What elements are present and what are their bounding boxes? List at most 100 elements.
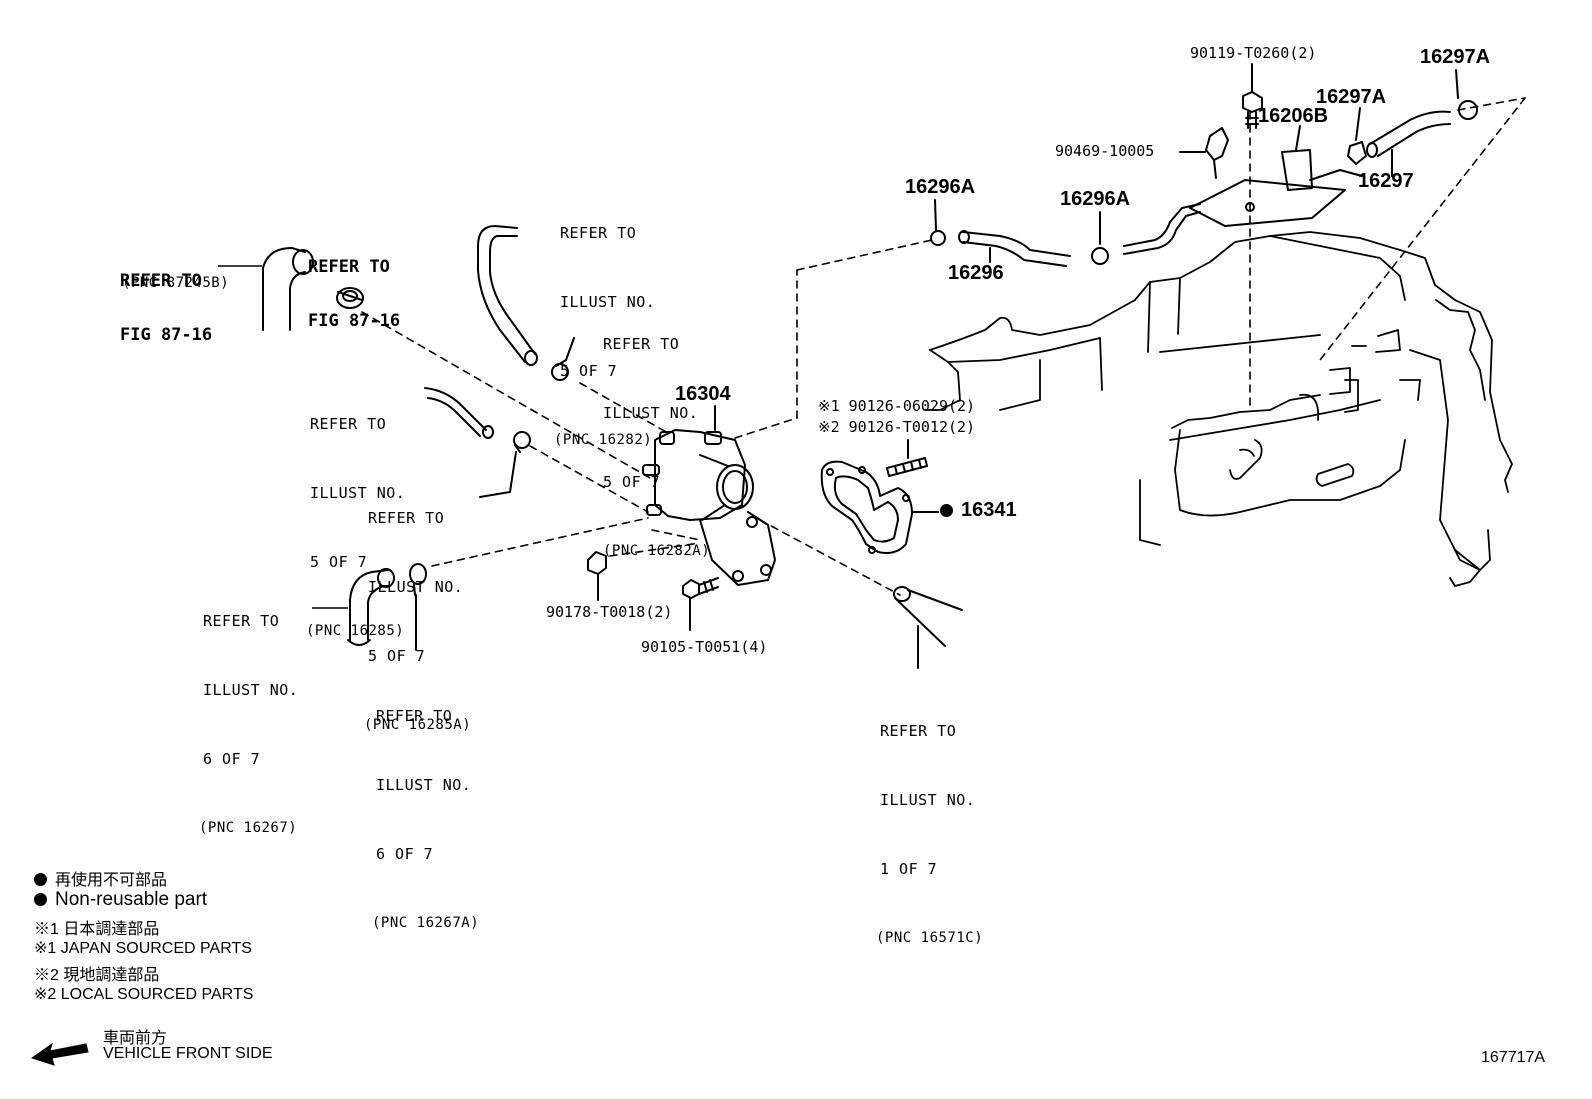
legend-front-en: VEHICLE FRONT SIDE	[103, 1045, 273, 1062]
ref-87-16: REFER TO FIG 87-16	[308, 222, 400, 348]
gasket-16341	[820, 460, 939, 554]
legend-non-reusable-en: Non-reusable part	[34, 889, 207, 911]
engine-outline	[924, 231, 1513, 587]
clamp-16297a-top	[1455, 69, 1478, 120]
hose-16282	[477, 225, 538, 366]
ref-16282-line1: REFER TO	[560, 224, 637, 242]
hose-16296	[958, 230, 1071, 267]
ref-16267-line2: ILLUST NO.	[203, 681, 299, 699]
legend-non-reusable-en-text: Non-reusable part	[55, 889, 208, 910]
ref-16285-line3: 5 OF 7	[310, 553, 368, 571]
ref-16267-line1: REFER TO	[203, 612, 280, 630]
part-16296a-right[interactable]: 16296A	[1060, 188, 1131, 210]
ref-87245b-line1: REFER TO	[120, 271, 202, 291]
clamp-16296a-left	[930, 199, 946, 246]
ref-16285a-line4: (PNC 16285A)	[364, 717, 472, 733]
part-16341[interactable]: 16341	[940, 499, 1017, 522]
bolt-90119	[1242, 63, 1263, 129]
legend-japan-sourced-jp: ※1 日本調達部品	[34, 921, 160, 938]
legend-non-reusable-jp: 再使用不可部品	[34, 866, 167, 890]
ref-16282a-line4: (PNC 16282A)	[603, 543, 711, 559]
ref-16571c-line4: (PNC 16571C)	[876, 930, 984, 946]
clip-90469	[1179, 127, 1229, 179]
ref-16285a-line2: ILLUST NO.	[368, 578, 464, 596]
part-90178[interactable]: 90178-T0018(2)	[546, 603, 673, 621]
bracket-16206b	[1189, 125, 1363, 227]
ref-16267-line4: (PNC 16267)	[199, 820, 298, 836]
non-reusable-dot-icon	[34, 873, 47, 886]
ref-87-16-line1: REFER TO	[308, 257, 390, 277]
part-16297a-mid[interactable]: 16297A	[1316, 86, 1387, 108]
ref-16285-line1: REFER TO	[310, 415, 387, 433]
part-90126-2[interactable]: ※2 90126-T0012(2)	[818, 418, 976, 436]
clamp-16285a	[479, 431, 531, 498]
part-16304[interactable]: 16304	[675, 383, 731, 405]
ref-16571c: REFER TO ILLUST NO. 1 OF 7 (PNC 16571C)	[876, 674, 983, 973]
clamp-87-16	[336, 287, 364, 309]
nut-90178	[587, 551, 607, 601]
ref-87245b-pnc: (PNC 87245B)	[122, 275, 230, 291]
front-arrow-icon	[30, 1042, 89, 1066]
non-reusable-dot-icon	[940, 504, 953, 517]
hose-87245b	[262, 247, 314, 331]
part-16206b[interactable]: 16206B	[1258, 105, 1329, 127]
clamp-16297a-mid	[1347, 107, 1367, 165]
ref-16282a: REFER TO ILLUST NO. 5 OF 7 (PNC 16282A)	[603, 287, 710, 586]
part-90469[interactable]: 90469-10005	[1055, 142, 1155, 160]
legend-front-jp: 車両前方	[103, 1030, 168, 1047]
ref-16285a: REFER TO ILLUST NO. 5 OF 7 (PNC 16285A)	[364, 461, 471, 760]
ref-16571c-line1: REFER TO	[880, 722, 957, 740]
ref-16282a-line2: ILLUST NO.	[603, 404, 699, 422]
ref-16267: REFER TO ILLUST NO. 6 OF 7 (PNC 16267)	[199, 564, 299, 863]
ref-87-16-line2: FIG 87-16	[308, 311, 401, 331]
ref-16285a-line1: REFER TO	[368, 509, 445, 527]
part-16296[interactable]: 16296	[948, 262, 1004, 284]
part-90126-1[interactable]: ※1 90126-06029(2)	[818, 397, 976, 415]
ref-16282-line2: ILLUST NO.	[560, 293, 656, 311]
ref-16282: REFER TO ILLUST NO. 5 OF 7 (PNC 16282)	[554, 176, 656, 475]
ref-16267a-line1: REFER TO	[376, 707, 453, 725]
clamp-16267a	[409, 563, 427, 651]
ref-16282-line3: 5 OF 7	[560, 362, 618, 380]
ref-87245b-line2: FIG 87-16	[120, 325, 213, 345]
non-reusable-dot-icon	[34, 893, 47, 906]
legend-japan-sourced-en: ※1 JAPAN SOURCED PARTS	[34, 940, 252, 957]
ref-87245b: REFER TO FIG 87-16	[120, 236, 212, 362]
clamp-16296a-right	[1091, 211, 1109, 265]
legend-local-sourced-jp: ※2 現地調達部品	[34, 967, 160, 984]
hose-16571c	[893, 586, 963, 669]
ref-16267-line3: 6 OF 7	[203, 750, 261, 768]
ref-16285: REFER TO ILLUST NO. 5 OF 7 (PNC 16285)	[306, 367, 406, 666]
part-90105[interactable]: 90105-T0051(4)	[641, 638, 768, 656]
ref-16282a-line1: REFER TO	[603, 335, 680, 353]
ref-16285-line2: ILLUST NO.	[310, 484, 406, 502]
ref-16267a-line2: ILLUST NO.	[376, 776, 472, 794]
clamp-16282a	[551, 337, 575, 381]
hose-16267	[347, 568, 395, 646]
part-16341-label: 16341	[961, 499, 1017, 521]
ref-16267a-line4: (PNC 16267A)	[372, 915, 480, 931]
part-16297a-top[interactable]: 16297A	[1420, 46, 1491, 68]
hose-16285	[424, 387, 494, 439]
part-16296a-left[interactable]: 16296A	[905, 176, 976, 198]
ref-16285-line4: (PNC 16285)	[306, 623, 405, 639]
part-16297[interactable]: 16297	[1358, 170, 1414, 192]
pipe-16296	[1123, 203, 1201, 255]
ref-16282a-line3: 5 OF 7	[603, 473, 661, 491]
ref-16571c-line3: 1 OF 7	[880, 860, 938, 878]
ref-16571c-line2: ILLUST NO.	[880, 791, 976, 809]
bolt-90105	[682, 577, 719, 631]
part-90119[interactable]: 90119-T0260(2)	[1190, 44, 1317, 62]
stud-90126	[886, 439, 928, 477]
ref-16282-line4: (PNC 16282)	[554, 432, 653, 448]
legend-local-sourced-en: ※2 LOCAL SOURCED PARTS	[34, 986, 254, 1003]
diagram-code: 167717A	[1481, 1049, 1546, 1066]
hose-16297	[1366, 110, 1451, 177]
ref-16267a-line3: 6 OF 7	[376, 845, 434, 863]
water-inlet-16304	[642, 405, 776, 586]
dashed-guide-lines	[361, 97, 1526, 596]
